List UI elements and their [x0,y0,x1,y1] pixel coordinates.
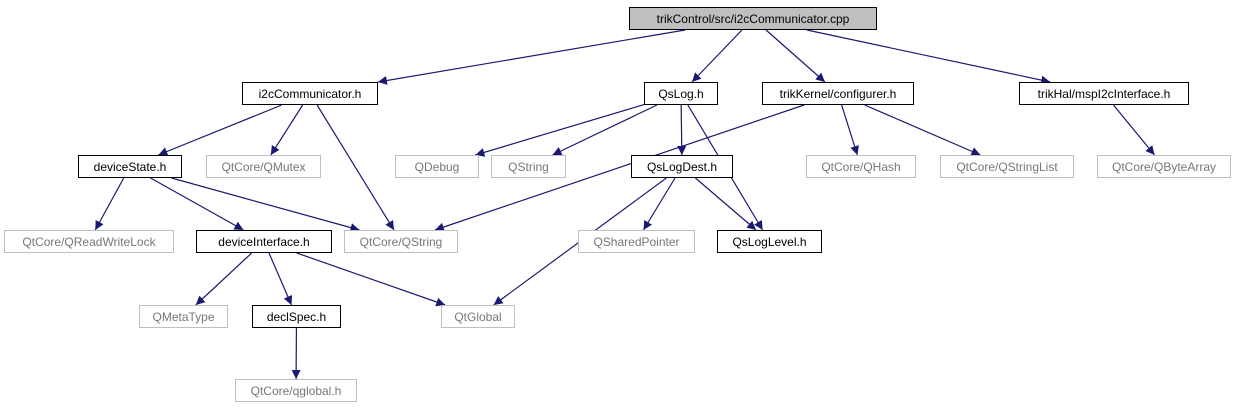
node-deviceinterface-h[interactable]: deviceInterface.h [196,230,332,253]
node-qtcore-qhash: QtCore/QHash [806,155,916,178]
edge-qslog-to-qstring_plain [552,104,658,156]
edge-qslogdest-to-qsloglevel [695,177,757,231]
node-qslogdest-h[interactable]: QsLogDest.h [631,155,733,178]
node-qsloglevel-h[interactable]: QsLogLevel.h [717,230,822,253]
node-mspi2cinterface-h[interactable]: trikHal/mspI2cInterface.h [1019,82,1189,105]
node-i2ccommunicator-h[interactable]: i2cCommunicator.h [242,82,378,105]
node-qsharedpointer: QSharedPointer [578,230,695,253]
node-qtcore-qreadwritelock: QtCore/QReadWriteLock [4,230,174,253]
node-qslog-h[interactable]: QsLog.h [644,82,718,105]
edge-root-to-qslog [691,29,743,83]
edge-i2c-to-qmutex [270,104,304,156]
edge-devif-to-qtglobal [296,252,446,307]
edge-qslogdest-to-qsharedptr [642,177,676,231]
edge-configurer-to-qhash [841,104,859,156]
edge-configurer-to-qstringlist [864,104,981,156]
node-qtglobal: QtGlobal [441,305,515,328]
edge-i2c-to-qtcore_qstring [316,104,395,231]
edge-configurer-to-qtcore_qstring [434,104,805,232]
edge-qslog-to-qdebug [475,103,645,157]
node-qtcore-qmutex: QtCore/QMutex [206,155,321,178]
edge-devstate-to-qrwlock [94,177,125,231]
edge-root-to-i2c [377,29,686,85]
edge-devif-to-declspec [268,252,293,306]
edge-devstate-to-devif [150,177,244,231]
edge-i2c-to-devstate [158,104,282,156]
node-qtcore-qstringlist: QtCore/QStringList [940,155,1074,178]
node-qtcore-qstring: QtCore/QString [344,230,458,253]
edge-devif-to-qmetatype [195,252,253,306]
node-declspec-h[interactable]: declSpec.h [252,305,341,328]
edge-qslog-to-qslogdest [677,104,687,156]
edge-root-to-mspi2c [806,29,1051,85]
node-qtcore-qglobal-h: QtCore/qglobal.h [235,379,357,402]
node-qstring: QString [491,155,566,178]
node-qtcore-qbytearray: QtCore/QByteArray [1097,155,1231,178]
node-qmetatype: QMetaType [139,305,228,328]
node-qdebug: QDebug [395,155,479,178]
edge-root-to-configurer [765,29,826,83]
root-node-i2ccommunicator-cpp: trikControl/src/i2cCommunicator.cpp [629,7,877,30]
edge-mspi2c-to-qbytearray [1112,104,1156,156]
edge-devstate-to-qtcore_qstring [171,177,360,232]
node-configurer-h[interactable]: trikKernel/configurer.h [762,82,914,105]
node-devicestate-h[interactable]: deviceState.h [78,155,182,178]
